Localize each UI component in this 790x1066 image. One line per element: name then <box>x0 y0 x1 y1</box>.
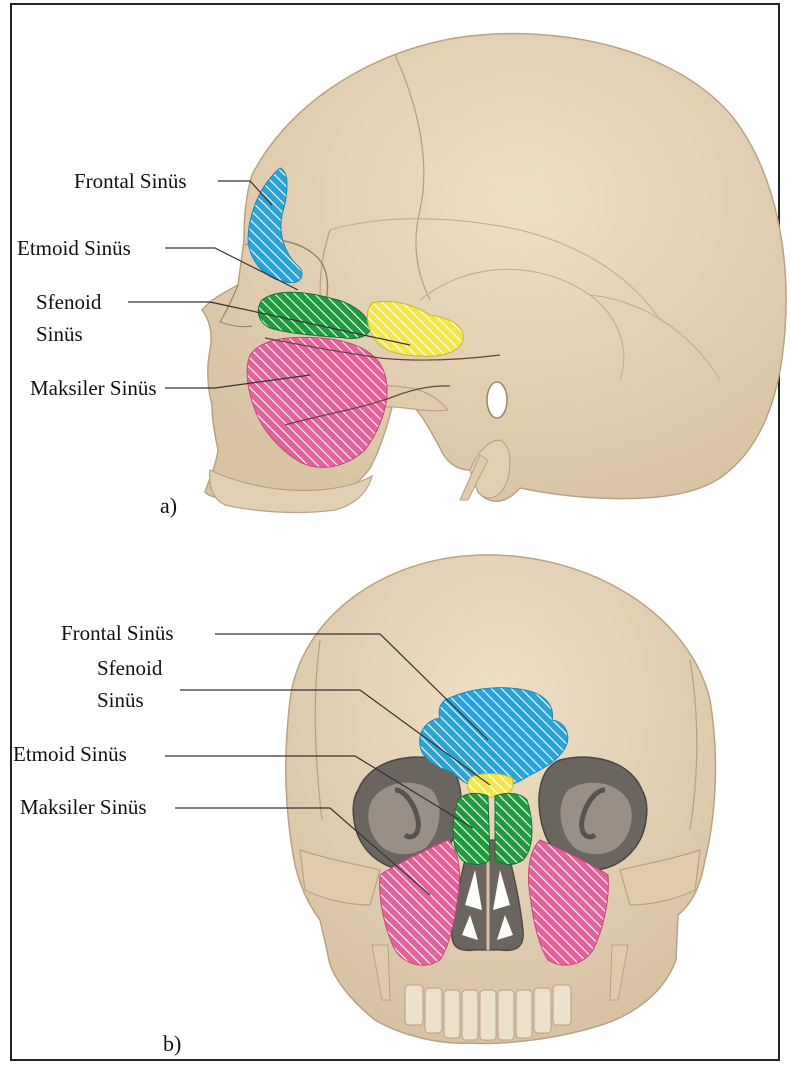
label-sphenoid-sinus-b-line1: Sfenoid <box>97 655 162 681</box>
label-frontal-sinus-b: Frontal Sinüs <box>61 620 174 646</box>
label-ethmoid-sinus-a: Etmoid Sinüs <box>17 235 131 261</box>
label-maxillary-sinus-b: Maksiler Sinüs <box>20 794 147 820</box>
ethmoid-sinus-right <box>495 793 532 864</box>
panel-b-tag: b) <box>163 1031 181 1057</box>
label-sphenoid-sinus-b-line2: Sinüs <box>97 687 144 713</box>
panel-a-tag: a) <box>160 493 177 519</box>
skull-frontal-view <box>286 555 716 1044</box>
label-sphenoid-sinus-a-line1: Sfenoid <box>36 289 101 315</box>
label-ethmoid-sinus-b: Etmoid Sinüs <box>13 741 127 767</box>
ethmoid-sinus-left <box>453 793 490 864</box>
label-sphenoid-sinus-a-line2: Sinüs <box>36 321 83 347</box>
label-frontal-sinus-a: Frontal Sinüs <box>74 168 187 194</box>
skull-lateral-view <box>202 34 786 513</box>
label-maxillary-sinus-a: Maksiler Sinüs <box>30 375 157 401</box>
